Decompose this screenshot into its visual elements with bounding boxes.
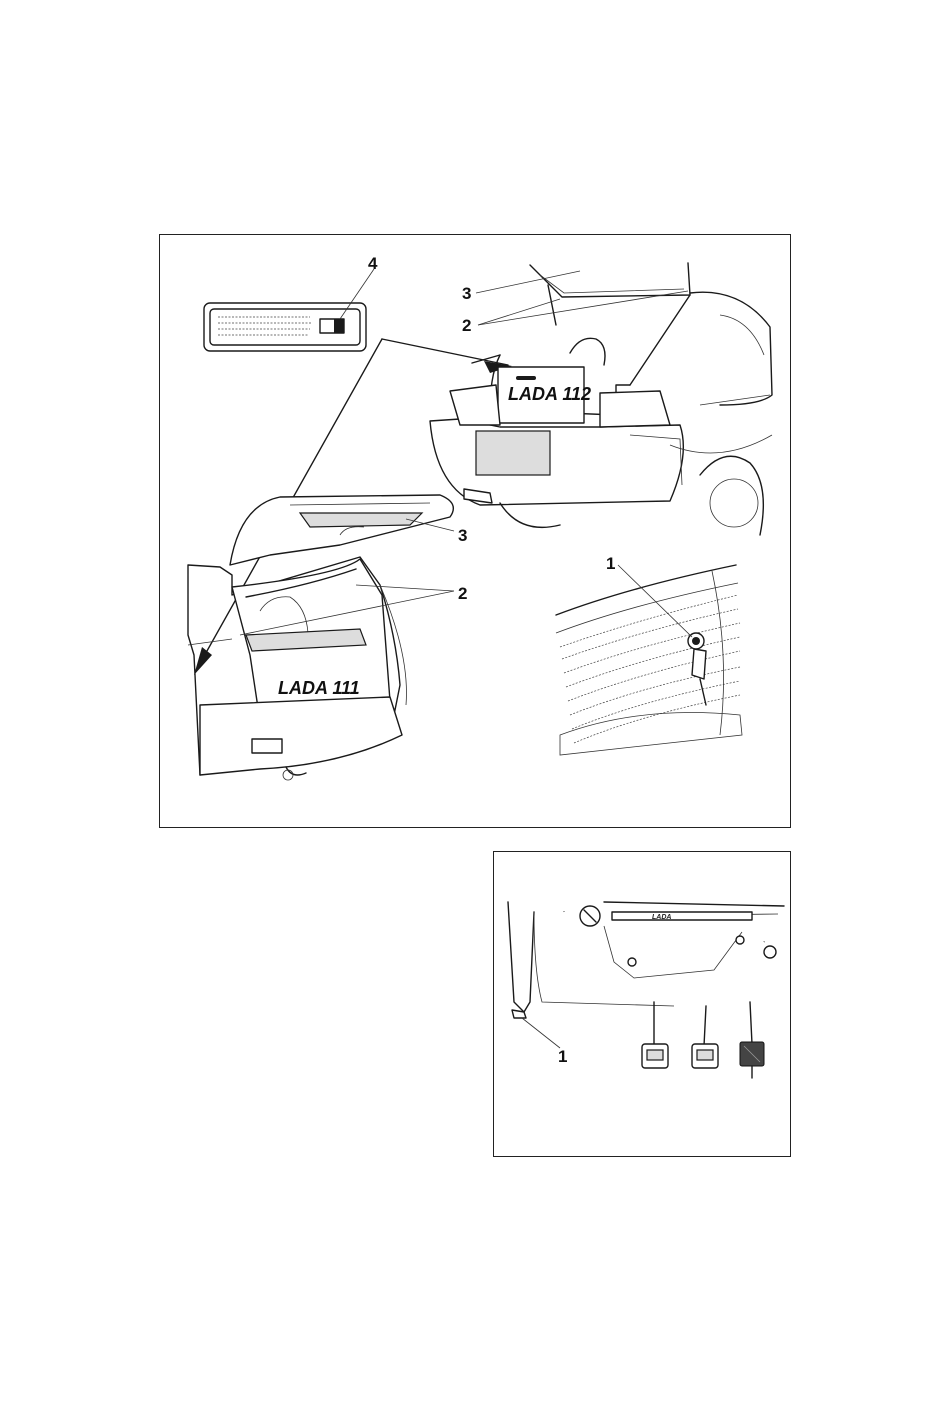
dashboard-and-steering-drawing: LADA — [508, 902, 784, 1078]
callout-4: 4 — [368, 254, 378, 273]
pedal-area-illustration-panel: LADA 1 — [493, 851, 791, 1157]
callout-2-bottom: 2 — [458, 584, 467, 603]
leader-3-top — [476, 271, 580, 293]
dashboard-badge: LADA — [652, 914, 671, 921]
tailgate-illustration: 4 — [160, 235, 790, 827]
leader-1 — [618, 565, 692, 637]
callout-1: 1 — [606, 554, 615, 573]
leader-2-top-a — [478, 299, 560, 325]
hatchback-car-drawing — [430, 263, 772, 535]
arrow-to-hatchback — [382, 339, 508, 365]
wagon-car-drawing — [188, 495, 453, 780]
model-label-lada-112: LADA 112 — [508, 384, 591, 404]
leader-pedal-1 — [522, 1018, 560, 1048]
callout-3-bottom: 3 — [458, 526, 467, 545]
tailgate-illustration-panel: 4 — [159, 234, 791, 828]
callout-2-top: 2 — [462, 316, 471, 335]
callout-3-top: 3 — [462, 284, 471, 303]
tailgate-lock-detail — [556, 565, 742, 755]
model-label-lada-111: LADA 111 — [278, 678, 360, 698]
callout-hood-release-1: 1 — [558, 1047, 567, 1066]
interior-lamp-detail — [204, 303, 366, 351]
pedal-area-illustration: LADA 1 — [494, 852, 790, 1156]
